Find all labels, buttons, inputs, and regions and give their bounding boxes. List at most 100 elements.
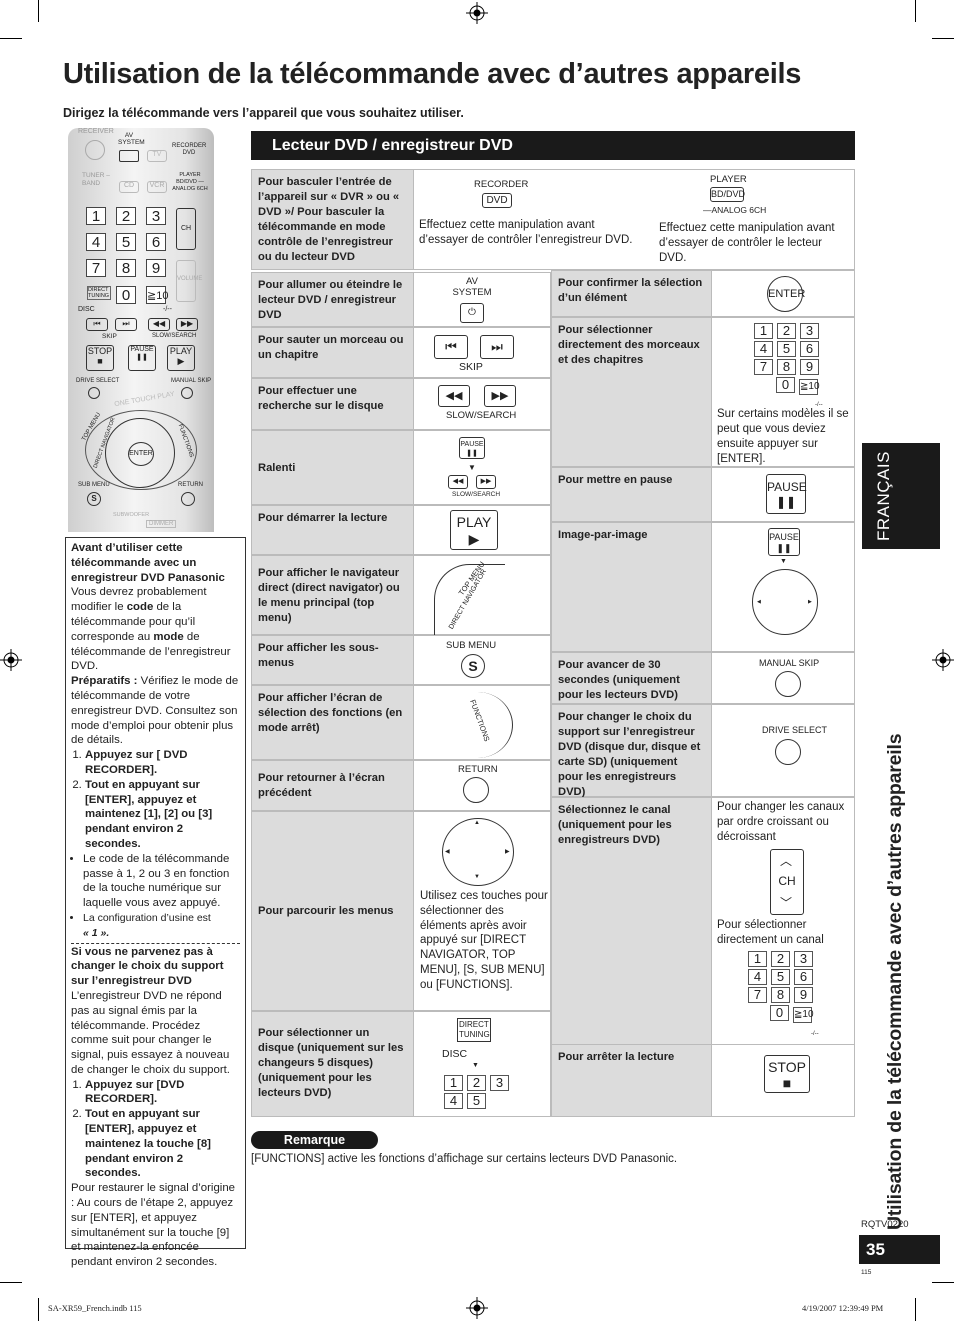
remote-label: PLAY	[169, 346, 193, 356]
key-10: ≧10	[793, 1007, 814, 1023]
functions-arc-icon	[442, 692, 513, 758]
manual-skip-button	[775, 671, 801, 697]
registration-mark-icon	[466, 1297, 488, 1319]
instruction-bullet: Le code de la télécommande passe à 1, 2 …	[83, 852, 240, 911]
remote-pause-button: PAUSE❚❚	[128, 345, 156, 371]
instruction-intro: Avant d’utiliser cette télécommande avec…	[71, 541, 240, 674]
doc-code: RQTV0220	[861, 1219, 909, 1230]
key-5: 5	[777, 341, 796, 357]
instruction-text: mode	[153, 630, 184, 643]
arrow-down-icon: ▼	[780, 558, 787, 565]
navigator-cell: TOP MENU DIRECT NAVIGATOR	[413, 555, 551, 635]
remote-key-7: 7	[86, 259, 106, 277]
instruction-bullets: Le code de la télécommande passe à 1, 2 …	[71, 852, 240, 941]
arrow-down-icon: ▼	[472, 1062, 479, 1069]
dvd-recorder-button: DVD	[482, 193, 512, 208]
table-row-label: Pour afficher les sous-menus	[251, 635, 414, 685]
instruction-text: La configuration d’usine est	[83, 911, 211, 924]
remote-control-illustration: RECEIVER AV SYSTEM TV RECORDER DVD TUNER…	[68, 128, 214, 532]
crop-mark	[915, 0, 916, 22]
arrow-right-icon: ▶	[505, 849, 510, 855]
remote-vcr-button: VCR	[147, 181, 167, 193]
registration-mark-icon	[0, 649, 22, 671]
fast-forward-icon: ▶▶	[476, 475, 496, 489]
remote-label: DIRECT TUNING	[87, 286, 111, 300]
remote-key-4: 4	[86, 233, 106, 251]
language-tab: FRANÇAIS	[862, 443, 940, 549]
slow-search-label: SLOW/SEARCH	[452, 491, 501, 498]
remote-label: ONE TOUCH PLAY	[113, 390, 176, 409]
remote-play-button: PLAY▶	[167, 345, 195, 371]
remote-label: SUB MENU	[78, 482, 110, 488]
recorder-note: Effectuez cette manipulation avant d’ess…	[419, 219, 633, 246]
bddvd-player-button: BD/DVD	[710, 187, 745, 202]
remote-rewind: ◀◀	[148, 318, 170, 331]
enter-button: ENTER	[767, 276, 805, 312]
instruction-step: Appuyez sur [DVD RECORDER].	[85, 1078, 185, 1106]
instruction-box: Avant d’utiliser cette télécommande avec…	[65, 537, 246, 1268]
power-cell: AV SYSTEM ⏻	[413, 272, 551, 327]
remote-label: PAUSE	[130, 346, 154, 353]
arrow-left-icon: ◀	[445, 849, 450, 855]
table-row-label: Pour sélectionner un disque (uniquement …	[251, 1011, 414, 1117]
key-8: 8	[771, 987, 790, 1003]
remote-enter-button: ENTER	[128, 442, 154, 466]
play-label: PLAY	[456, 514, 492, 530]
skip-cell: ⏮ ⏭ SKIP	[413, 327, 551, 378]
remote-label: DRIVE SELECT	[76, 378, 120, 384]
key-3: 3	[794, 951, 813, 967]
search-cell: ◀◀ ▶▶ SLOW/SEARCH	[413, 378, 551, 430]
key-0: 0	[776, 377, 795, 393]
page-title: Utilisation de la télécommande avec d’au…	[63, 58, 802, 90]
chevron-down-icon: ﹀	[780, 896, 793, 910]
remote-cd-button: CD	[119, 181, 139, 193]
footer-date: 4/19/2007 12:39:49 PM	[802, 1303, 884, 1313]
instruction-step: Appuyez sur [ DVD RECORDER].	[85, 749, 188, 776]
cursor-ring-icon	[442, 818, 514, 886]
remote-label: PLAYER BD/DVD —ANALOG 6CH	[172, 172, 208, 192]
table-row-label: Ralenti	[251, 430, 414, 505]
table-row-label: Pour sélectionner directement des morcea…	[551, 317, 712, 467]
table-row-label: Pour afficher le navigateur direct (dire…	[251, 555, 414, 635]
table-row-label: Pour afficher l’écran de sélection des f…	[251, 685, 414, 760]
recorder-label: RECORDER	[474, 179, 529, 190]
instruction-text: de télécommande de l’enregistreur DVD.	[71, 630, 231, 673]
remote-nav-ring	[85, 410, 197, 490]
sub-menu-button: S	[461, 654, 485, 678]
crop-mark	[932, 38, 954, 39]
remote-key-9: 9	[146, 259, 166, 277]
remote-label: AV SYSTEM	[118, 132, 145, 146]
table-row-label: Pour basculer l’entrée de l’appareil sur…	[251, 169, 414, 270]
return-button	[463, 777, 489, 803]
key-4: 4	[748, 969, 767, 985]
instruction-text: de la télécommande pour qu’il correspond…	[71, 601, 196, 643]
key-2: 2	[771, 951, 790, 967]
power-button: ⏻	[460, 303, 484, 323]
remote-key-8: 8	[116, 259, 136, 277]
remote-label: DISC	[78, 306, 95, 313]
functions-cell: FUNCTIONS	[413, 685, 551, 760]
table-row-label: Pour retourner à l’écran précédent	[251, 760, 414, 811]
table-row-label: Pour allumer ou éteindre le lecteur DVD …	[251, 272, 414, 327]
instruction-text: Pour restaurer le signal d’origine : Au …	[71, 1182, 235, 1269]
channel-button: CH	[770, 849, 804, 915]
key-4: 4	[444, 1093, 463, 1109]
switch-cell: RECORDER DVD Effectuez cette manipulatio…	[413, 169, 855, 270]
table-row-label: Pour effectuer une recherche sur le disq…	[251, 378, 414, 430]
key-9: 9	[800, 359, 819, 375]
remote-key-6: 6	[146, 233, 166, 251]
submenu-cell: SUB MENU S	[413, 635, 551, 685]
dash-label: -/--	[815, 402, 823, 408]
key-1: 1	[754, 323, 773, 339]
rewind-icon: ◀◀	[448, 475, 468, 489]
table-row-label: Image-par-image	[551, 522, 712, 652]
enter-cell: ENTER	[711, 270, 855, 317]
numpad-note: Sur certains modèles il se peut que vous…	[717, 408, 849, 465]
slow-search-label: SLOW/SEARCH	[446, 410, 517, 421]
instruction-troubleshoot: Si vous ne parvenez pas à changer le cho…	[71, 942, 240, 1078]
arrow-down-icon: ▼	[468, 463, 476, 472]
skip-forward-icon: ⏭	[480, 335, 514, 359]
remote-label: TUNER –BAND	[82, 172, 110, 187]
